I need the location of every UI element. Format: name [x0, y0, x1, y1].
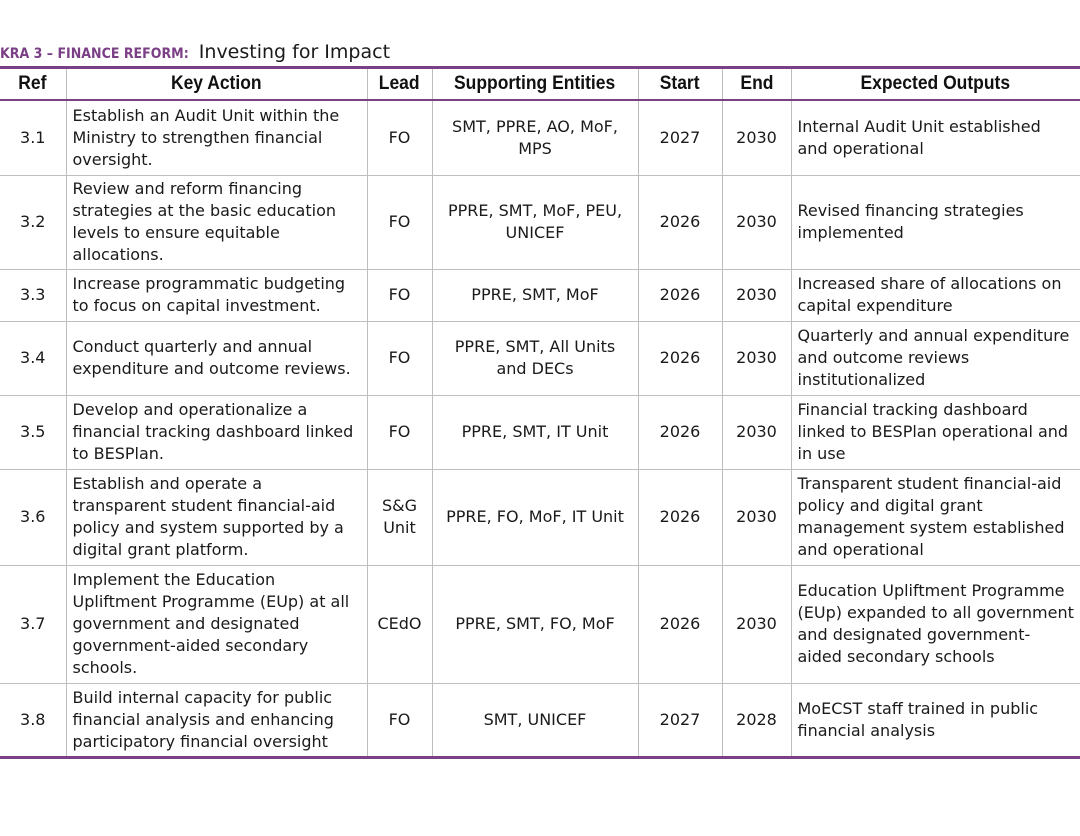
table-row: 3.2 Review and reform financing strategi… [0, 175, 1080, 269]
cell-end: 2030 [721, 100, 791, 175]
cell-ref: 3.7 [20, 614, 46, 633]
cell-start: 2026 [637, 395, 722, 469]
table-header-row: Ref Key Action Lead Supporting Entities … [0, 67, 1080, 100]
cell-supporting-entities: PPRE, SMT, FO, MoF [431, 565, 638, 683]
table-row: 3.3 Increase programmatic budgeting to f… [0, 269, 1080, 321]
page-title: KRA 3 – FINANCE REFORM: Investing for Im… [0, 40, 390, 64]
cell-ref: 3.4 [20, 348, 46, 367]
table-row: 3.5 Develop and operationalize a financi… [0, 395, 1080, 469]
cell-start: 2027 [637, 100, 722, 175]
cell-ref: 3.5 [20, 422, 46, 441]
cell-ref: 3.8 [20, 709, 46, 729]
col-header-key-action: Key Action [65, 67, 367, 100]
cell-key-action: Conduct quarterly and annual expenditure… [65, 321, 367, 395]
cell-start: 2026 [637, 321, 722, 395]
cell-ref: 3.1 [20, 127, 46, 147]
cell-expected-outputs: Increased share of allocations on capita… [790, 269, 1080, 321]
cell-key-action: Review and reform financing strategies a… [65, 175, 367, 269]
cell-ref: 3.3 [20, 285, 46, 304]
cell-expected-outputs: MoECST staff trained in public financial… [790, 683, 1080, 757]
cell-supporting-entities: PPRE, SMT, IT Unit [431, 395, 638, 469]
table-row: 3.4 Conduct quarterly and annual expendi… [0, 321, 1080, 395]
cell-key-action: Increase programmatic budgeting to focus… [65, 269, 367, 321]
cell-end: 2030 [721, 565, 791, 683]
col-header-end: End [721, 67, 791, 100]
cell-supporting-entities: PPRE, SMT, MoF, PEU, UNICEF [431, 175, 638, 269]
cell-supporting-entities: PPRE, SMT, All Units and DECs [431, 321, 638, 395]
cell-expected-outputs: Quarterly and annual expenditure and out… [790, 321, 1080, 395]
col-header-supporting-entities: Supporting Entities [431, 67, 638, 100]
kra-subtitle: Investing for Impact [198, 41, 391, 63]
cell-expected-outputs: Internal Audit Unit established and oper… [790, 100, 1080, 175]
cell-start: 2026 [637, 175, 722, 269]
kra-label: KRA 3 – FINANCE REFORM: [0, 46, 189, 62]
cell-lead: FO [366, 395, 432, 469]
cell-ref: 3.6 [20, 507, 46, 526]
cell-expected-outputs: Financial tracking dashboard linked to B… [790, 395, 1080, 469]
cell-end: 2030 [721, 269, 791, 321]
cell-key-action: Build internal capacity for public finan… [65, 683, 367, 757]
cell-ref: 3.2 [20, 212, 46, 231]
cell-key-action: Establish and operate a transparent stud… [65, 469, 367, 565]
cell-lead: FO [366, 683, 432, 757]
cell-start: 2026 [637, 565, 722, 683]
cell-lead: FO [366, 175, 432, 269]
col-header-lead: Lead [366, 67, 432, 100]
cell-start: 2027 [637, 683, 722, 757]
cell-key-action: Implement the Education Upliftment Progr… [65, 565, 367, 683]
cell-expected-outputs: Education Upliftment Programme (EUp) exp… [790, 565, 1080, 683]
table-row: 3.8 Build internal capacity for public f… [0, 683, 1080, 757]
table-row: 3.1 Establish an Audit Unit within the M… [0, 100, 1080, 175]
cell-end: 2030 [721, 175, 791, 269]
cell-supporting-entities: SMT, PPRE, AO, MoF, MPS [431, 100, 638, 175]
actions-table-container: Ref Key Action Lead Supporting Entities … [0, 66, 1080, 759]
actions-table: Ref Key Action Lead Supporting Entities … [0, 66, 1080, 759]
cell-key-action: Establish an Audit Unit within the Minis… [65, 100, 367, 175]
col-header-expected-outputs: Expected Outputs [790, 67, 1080, 100]
cell-start: 2026 [637, 269, 722, 321]
cell-expected-outputs: Transparent student financial-aid policy… [790, 469, 1080, 565]
table-row: 3.7 Implement the Education Upliftment P… [0, 565, 1080, 683]
cell-end: 2030 [721, 469, 791, 565]
col-header-ref: Ref [18, 73, 47, 94]
cell-lead: FO [366, 100, 432, 175]
cell-end: 2030 [721, 395, 791, 469]
cell-lead: CEdO [366, 565, 432, 683]
cell-lead: FO [366, 321, 432, 395]
cell-supporting-entities: PPRE, FO, MoF, IT Unit [431, 469, 638, 565]
cell-key-action: Develop and operationalize a financial t… [65, 395, 367, 469]
cell-end: 2030 [721, 321, 791, 395]
cell-end: 2028 [721, 683, 791, 757]
cell-lead: S&G Unit [366, 469, 432, 565]
cell-expected-outputs: Revised financing strategies implemented [790, 175, 1080, 269]
col-header-start: Start [637, 67, 722, 100]
cell-supporting-entities: SMT, UNICEF [431, 683, 638, 757]
cell-supporting-entities: PPRE, SMT, MoF [431, 269, 638, 321]
cell-start: 2026 [637, 469, 722, 565]
table-row: 3.6 Establish and operate a transparent … [0, 469, 1080, 565]
cell-lead: FO [366, 269, 432, 321]
